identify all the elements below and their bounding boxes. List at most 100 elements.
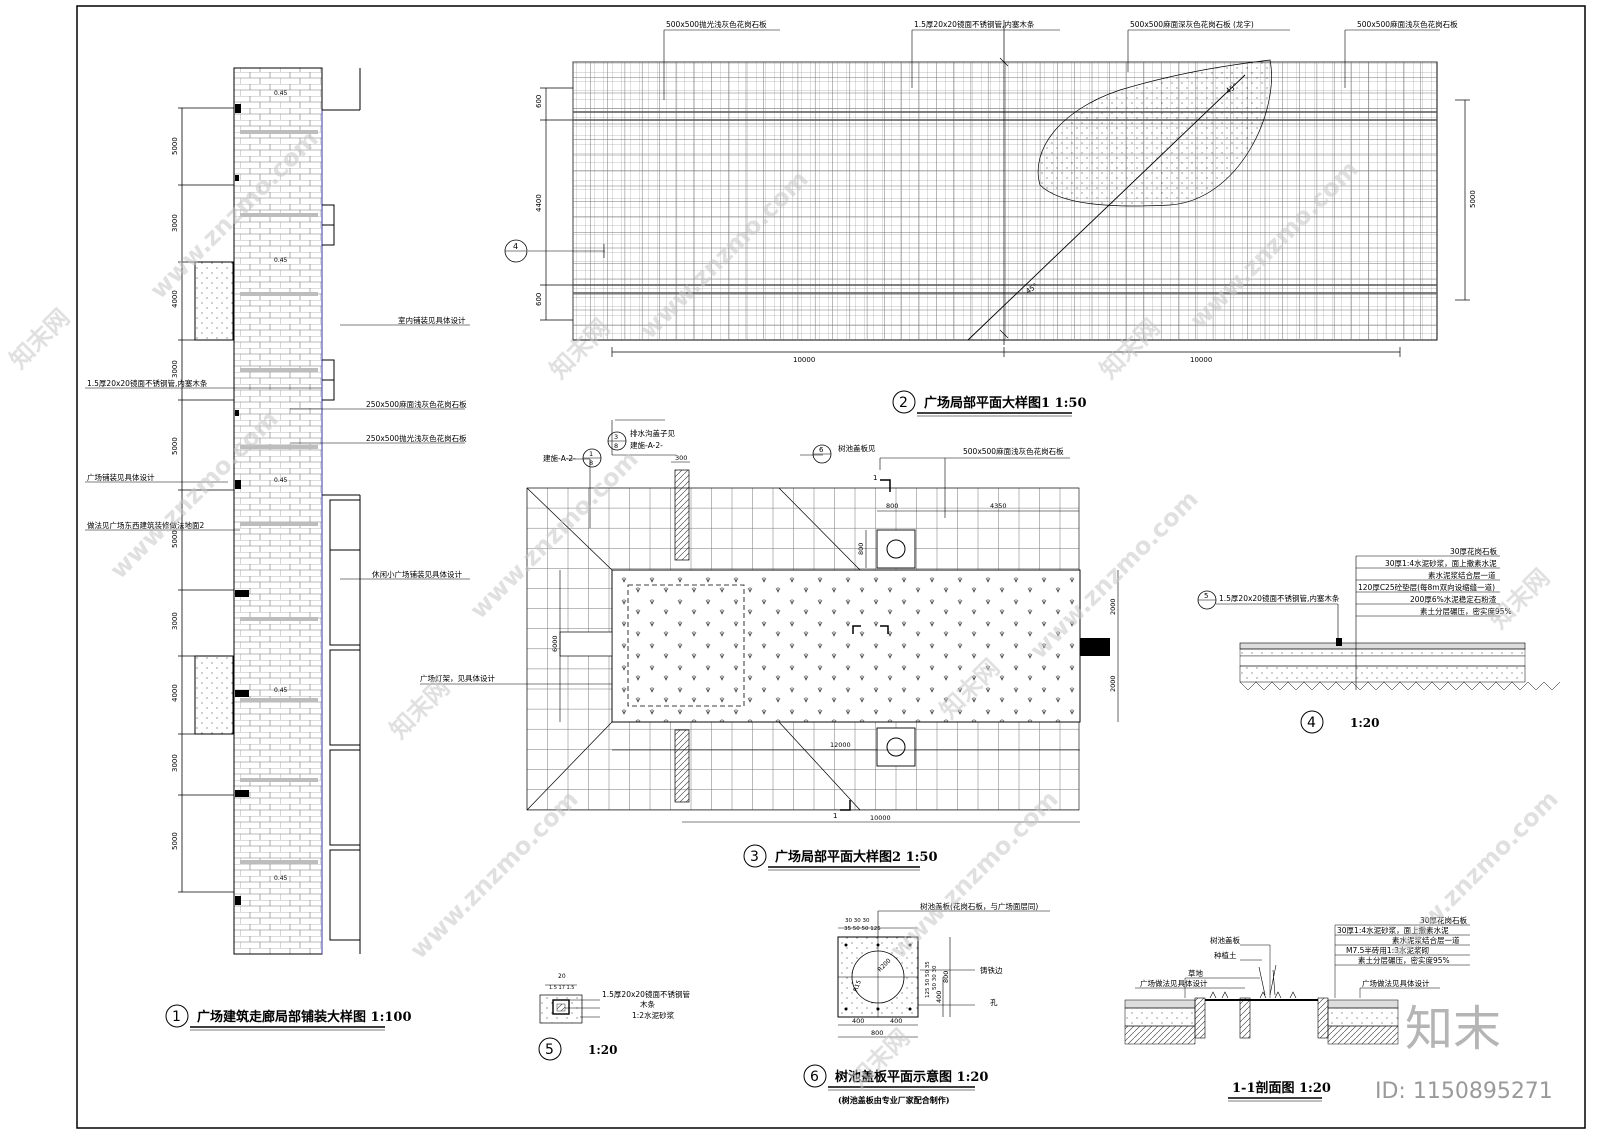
d2-label-a: 500x500抛光浅灰色花岗石板 <box>666 19 767 29</box>
d1-level: 0.45 <box>274 90 288 97</box>
d4-label-steel: 1.5厚20x20镜面不锈钢管,内塞木条 <box>1219 593 1340 603</box>
d11-label-left: 广场做法见具体设计 <box>1140 978 1208 988</box>
d6-dim: 800 <box>942 971 950 983</box>
d3-dim: 300 <box>675 454 687 462</box>
d1-dim: 4000 <box>171 684 179 702</box>
d11-layer: 30厚花岗石板 <box>1420 915 1468 925</box>
d6-dim-top2: 35 50 50 125 <box>844 926 881 932</box>
d6-dim: 800 <box>871 1029 883 1037</box>
d6-dim-top: 30 30 30 <box>845 918 870 924</box>
d3-section-mark: 1 <box>833 812 837 820</box>
d3-left-no-bot: 8 <box>589 459 593 467</box>
d6-label-hole: 孔 <box>990 998 998 1007</box>
d4-layer: 素水泥浆结合层一道 <box>1428 570 1496 580</box>
d4-layer: 120厚C25砼垫层(每8m双向设缩缝一道) <box>1358 582 1495 592</box>
d1-title: 广场建筑走廊局部铺装大样图 1:100 <box>197 1009 412 1025</box>
d1-dim: 3000 <box>171 612 179 630</box>
d1-level: 0.45 <box>274 257 288 264</box>
d2-dim-left: 4400 <box>535 194 543 212</box>
d3-section-mark: 1 <box>873 474 877 482</box>
d3-dim: 4350 <box>990 502 1007 510</box>
d6-number: 6 <box>810 1069 819 1085</box>
d2-dim-bottom: 10000 <box>1190 356 1212 364</box>
d3-dim: 10000 <box>870 814 891 822</box>
d1-label-granite-dark: 250x500麻面浅灰色花岗石板 <box>366 399 467 409</box>
d2-dim-bottom: 10000 <box>793 356 815 364</box>
d3-label-lamp: 广场灯架，见具体设计 <box>420 673 495 683</box>
d3-ref-top: 3 <box>614 433 618 441</box>
drawing-4-section: 30厚花岗石板 30厚1:4水泥砂浆，面上撒素水泥 素水泥浆结合层一道 120厚… <box>1197 546 1561 734</box>
d1-label-plaza: 广场铺装见具体设计 <box>87 472 155 482</box>
watermark-url: www.znzmo.com <box>884 785 1063 964</box>
d5-label: 木条 <box>640 999 655 1009</box>
d6-dim: 400 <box>852 1017 864 1025</box>
d3-ref-bot: 8 <box>614 442 618 450</box>
d1-dim: 3000 <box>171 754 179 772</box>
d3-title: 广场局部平面大样图2 1:50 <box>775 849 938 865</box>
d1-dim: 5000 <box>171 832 179 850</box>
d1-dim: 3000 <box>171 214 179 232</box>
d6-dim-right: 125 50 50 35 <box>925 961 931 998</box>
d11-layer: 素水泥浆结合层一道 <box>1392 935 1460 945</box>
d1-number: 1 <box>172 1009 181 1025</box>
d1-dim: 5000 <box>171 137 179 155</box>
d1-dim: 3000 <box>171 360 179 378</box>
d4-layer: 30厚1:4水泥砂浆，面上撒素水泥 <box>1385 558 1497 568</box>
d3-dim: 800 <box>886 502 898 510</box>
d2-ref-number: 4 <box>513 242 518 251</box>
d6-label-edge: 铸铁边 <box>980 965 1003 975</box>
d1-label-leisure: 休闲小广场铺装见具体设计 <box>372 569 462 579</box>
watermark-url: www.znzmo.com <box>1384 785 1563 964</box>
d1-level: 0.45 <box>274 875 288 882</box>
d3-dim: 12000 <box>830 741 851 749</box>
d11-title: 1-1剖面图 1:20 <box>1232 1080 1331 1096</box>
drawing-5-steel-strip: 20 1.5 17 1.5 1.5厚20x20镜面不锈钢管 木条 1:2水泥砂浆… <box>538 973 690 1061</box>
d4-layer: 200厚6%水泥稳定石粉渣 <box>1410 594 1497 604</box>
d2-number: 2 <box>899 395 908 411</box>
d2-dim-right: 5000 <box>1469 190 1477 208</box>
d3-left-no-top: 1 <box>589 450 593 458</box>
d3-dim: 6000 <box>551 635 559 652</box>
d6-dim: 400 <box>890 1017 902 1025</box>
d2-label-c: 500x500麻面深灰色花岗石板 (龙字) <box>1130 19 1254 29</box>
d3-label-drain-ref: 建施-A-2- <box>630 440 663 450</box>
d3-number: 3 <box>750 849 759 865</box>
d4-ref-number: 5 <box>1204 592 1208 600</box>
d2-label-d: 500x500麻面浅灰色花岗石板 <box>1357 19 1458 29</box>
d5-number: 5 <box>545 1042 554 1058</box>
d11-layer: M7.5半砖用1:3水泥浆砌 <box>1346 945 1429 955</box>
d6-dim-right2: 50 30 30 <box>932 965 938 990</box>
watermark-cn: 知末网 <box>4 304 75 375</box>
d5-subdim: 1.5 17 1.5 <box>549 985 574 991</box>
d5-dim: 20 <box>558 973 566 980</box>
d4-number: 4 <box>1307 715 1316 731</box>
d4-layer: 30厚花岗石板 <box>1450 546 1498 556</box>
d6-note: (树池盖板由专业厂家配合制作) <box>838 1095 950 1105</box>
d1-label-indoor: 室内铺装见具体设计 <box>398 315 466 325</box>
d1-dim: 5000 <box>171 437 179 455</box>
watermark-url: www.znzmo.com <box>404 785 583 964</box>
d11-label-soil: 种植土 <box>1214 950 1237 960</box>
d5-label: 1:2水泥砂浆 <box>632 1010 675 1020</box>
d3-label-drain: 排水沟盖子见 <box>630 428 675 438</box>
d1-level: 0.45 <box>274 687 288 694</box>
d2-dim-left: 600 <box>535 293 543 306</box>
d1-dim: 5000 <box>171 530 179 548</box>
d11-label-grass: 草地 <box>1188 968 1204 978</box>
d11-layer: 30厚1:4水泥砂浆，面上撒素水泥 <box>1337 925 1449 935</box>
d1-label-method: 做法见广场东西建筑装修做法地面2 <box>87 520 204 530</box>
d1-dim: 4000 <box>171 290 179 308</box>
d4-layer: 素土分层碾压，密实度95% <box>1420 606 1512 616</box>
d1-label-granite-polish: 250x500抛光浅灰色花岗石板 <box>366 433 467 443</box>
d3-tree-ref: 6 <box>819 446 824 454</box>
d6-dim: 400 <box>935 991 943 1003</box>
drawing-1-1-section: 30厚花岗石板 30厚1:4水泥砂浆，面上撒素水泥 素水泥浆结合层一道 M7.5… <box>1124 915 1470 1102</box>
d5-label: 1.5厚20x20镜面不锈钢管 <box>602 989 690 999</box>
watermark-id: ID: 1150895271 <box>1375 1079 1553 1104</box>
watermark-cn: 知末网 <box>384 674 455 745</box>
d11-label-cover: 树池盖板 <box>1210 935 1240 945</box>
d3-dim: 2000 <box>1109 675 1117 692</box>
d1-label-steel: 1.5厚20x20镜面不锈钢管,内塞木条 <box>87 378 208 388</box>
d3-label-tree: 树池盖板见 <box>838 443 876 453</box>
